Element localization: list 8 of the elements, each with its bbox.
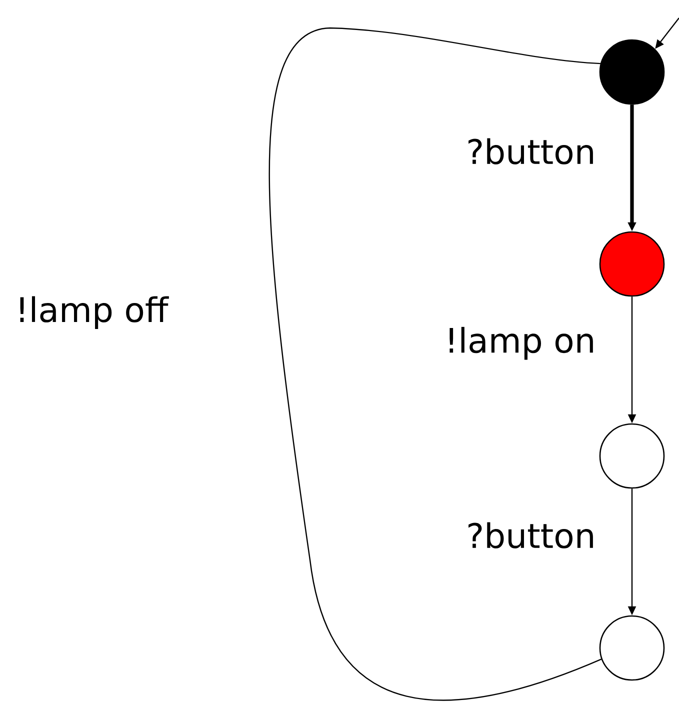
- state-circle: [599, 39, 665, 105]
- edge-label: ?button: [465, 521, 597, 550]
- state-circle: [599, 231, 665, 297]
- state-circle: [599, 423, 665, 489]
- edge-label: !lamp on: [444, 326, 597, 361]
- edge-label: ?button: [465, 137, 597, 166]
- edge-label: !lamp off: [14, 295, 170, 330]
- state-circle: [599, 615, 665, 681]
